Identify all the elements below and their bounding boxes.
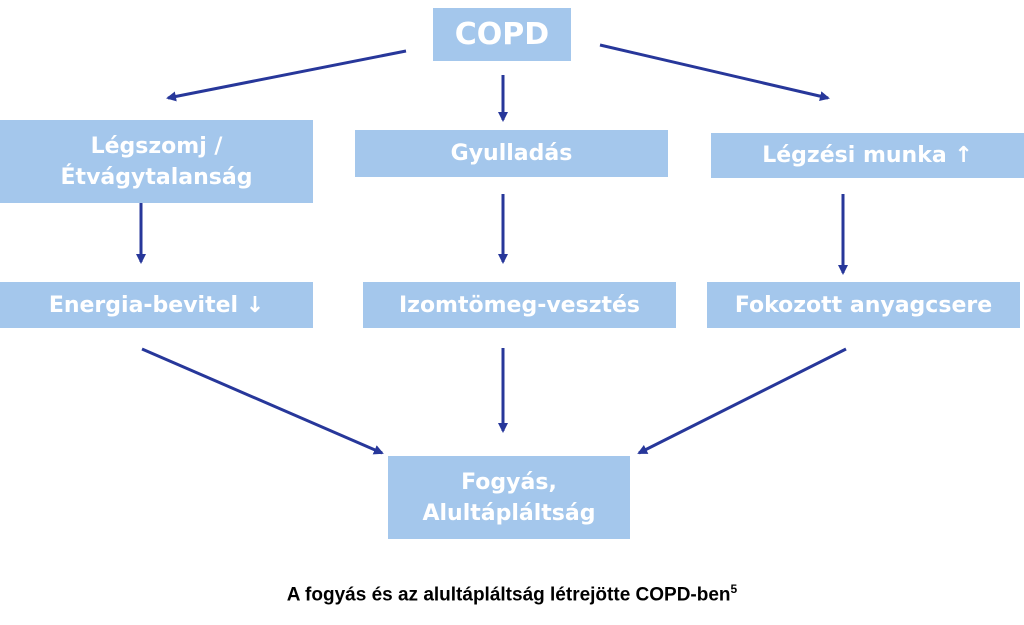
legszomj-label-line1: Légszomj / — [90, 133, 223, 159]
gyulladas-label: Gyulladás — [450, 141, 573, 166]
arrow-copd-to-legzesi-munka — [599, 43, 830, 102]
fogyas-label-line2: Alultápláltság — [422, 500, 596, 526]
arrow-energia-to-fogyas — [141, 347, 384, 455]
copd-label: COPD — [454, 17, 550, 52]
fokozott-anyagcsere-label: Fokozott anyagcsere — [734, 292, 993, 318]
arrow-fokozott-to-fogyas — [637, 347, 847, 455]
fogyas-label-line1: Fogyás, — [461, 469, 557, 495]
izomtomeg-vesztes-label: Izomtömeg-vesztés — [398, 292, 641, 318]
energia-bevitel-box: Energia-bevitel ↓ — [0, 282, 313, 328]
legszomj-label-line2: Étvágytalanság — [60, 164, 253, 190]
legszomj-box: Légszomj / Étvágytalanság — [0, 120, 313, 203]
fokozott-anyagcsere-box: Fokozott anyagcsere — [707, 282, 1020, 328]
izomtomeg-vesztes-box: Izomtömeg-vesztés — [363, 282, 676, 328]
caption-text: A fogyás és az alultápláltság létrejötte… — [286, 584, 731, 606]
arrow-copd-to-legszomj — [166, 49, 407, 102]
gyulladas-box: Gyulladás — [355, 130, 668, 177]
legzesi-munka-label: Légzési munka ↑ — [762, 143, 973, 168]
figure-caption: A fogyás és az alultápláltság létrejötte… — [0, 582, 1024, 606]
energia-bevitel-label: Energia-bevitel ↓ — [48, 292, 265, 318]
fogyas-box: Fogyás, Alultápláltság — [388, 456, 630, 539]
legzesi-munka-box: Légzési munka ↑ — [711, 133, 1024, 178]
caption-reference: 5 — [730, 582, 738, 596]
copd-box: COPD — [433, 8, 571, 61]
